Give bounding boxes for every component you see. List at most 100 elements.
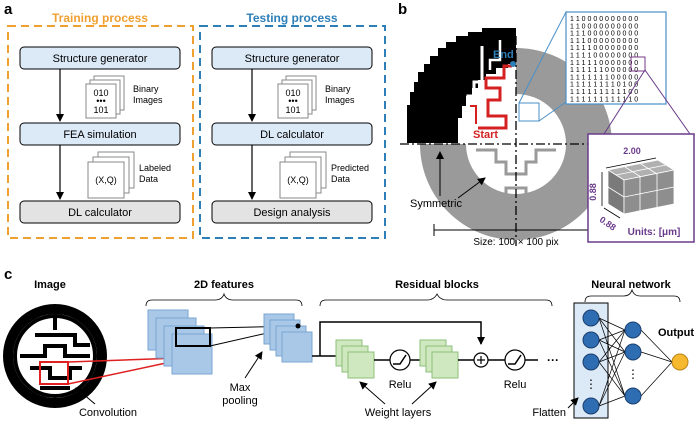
- weight-layers-label: Weight layers: [365, 407, 432, 419]
- nn-edge: [598, 329, 626, 341]
- convolution-line-1: [67, 357, 181, 363]
- flatten-neurons: [582, 309, 600, 415]
- matrix-row: 1 1 0 0 0 0 0 0 0 0 0 0: [570, 16, 638, 23]
- matrix-highlight: [630, 56, 646, 72]
- continuation-ellipsis: ···: [547, 353, 559, 367]
- neural-network-title: Neural network: [591, 279, 671, 291]
- end-point-marker: [510, 61, 516, 67]
- labeled-data-xq: (X,Q): [95, 175, 117, 185]
- image-title: Image: [34, 279, 66, 291]
- training-structure-generator-label: Structure generator: [53, 53, 148, 65]
- predicted-data-xq: (X,Q): [287, 175, 309, 185]
- residual-brace: [319, 293, 553, 307]
- symmetric-arrow-2: [457, 177, 486, 199]
- matrix-row: 1 1 1 1 1 1 1 0 0 0 0 0: [570, 74, 638, 81]
- residual-title: Residual blocks: [395, 279, 479, 291]
- testing-binary-images-icon: [277, 75, 317, 119]
- input-structure-image: [3, 304, 107, 408]
- pooling-window: [175, 327, 211, 347]
- convolution-arrow: [75, 387, 96, 405]
- training-binary-label-1: Binary: [133, 84, 159, 94]
- labeled-data-label-1: Labeled: [139, 163, 171, 173]
- features-title: 2D features: [194, 279, 254, 291]
- flatten-arrow: [567, 397, 579, 409]
- matrix-row: 1 1 1 1 1 1 1 1 1 1 1 0: [570, 96, 638, 103]
- length-dim-line: [605, 157, 657, 169]
- labeled-data-icon: [87, 151, 135, 199]
- training-structure-generator-node: [19, 46, 181, 70]
- nn-edge: [598, 329, 626, 407]
- binary-matrix: 1 1 0 0 0 0 0 0 0 0 0 01 1 0 0 0 0 0 0 0…: [570, 16, 638, 103]
- nn-edge: [640, 361, 673, 397]
- training-binary-code-2: •••: [96, 96, 105, 106]
- hidden-dots: ⋮: [627, 367, 639, 381]
- output-neuron: [671, 353, 689, 371]
- design-analysis-label: Design analysis: [253, 207, 331, 219]
- relu-icon-2: [504, 349, 526, 371]
- nn-edge: [598, 351, 626, 407]
- max-pooling-label-2: pooling: [222, 395, 257, 407]
- testing-dl-calculator-node: [211, 122, 373, 146]
- training-process-title: Training process: [52, 11, 148, 25]
- matrix-row: 1 1 1 1 1 1 1 1 1 1 0 0: [570, 89, 638, 96]
- max-pooling-arrow: [244, 351, 263, 379]
- flatten-label: Flatten: [532, 407, 566, 419]
- end-label: End: [493, 49, 514, 61]
- depth-dim-line: [603, 207, 621, 219]
- training-binary-code-1: 010: [93, 88, 108, 98]
- testing-process-frame: [199, 25, 386, 239]
- panel-c-label: c: [4, 266, 12, 283]
- matrix-row: 1 1 1 1 0 0 0 0 0 0 0 0: [570, 45, 638, 52]
- matrix-row: 1 1 1 1 1 1 1 1 0 1 0 0: [570, 82, 638, 89]
- max-pooling-label-1: Max: [230, 382, 251, 394]
- zoom-source-box: [518, 102, 540, 122]
- matrix-row: 1 1 0 0 0 0 0 0 0 0 0 0: [570, 23, 638, 30]
- weight-layers-arrow-2: [411, 381, 437, 405]
- start-label: Start: [473, 129, 498, 141]
- testing-binary-code-3: 101: [285, 105, 300, 115]
- training-binary-label-2: Images: [133, 95, 163, 105]
- binary-matrix-box: [565, 11, 667, 105]
- features-brace: [145, 292, 303, 307]
- training-dl-calculator-node: [19, 200, 181, 224]
- zoom-line-1: [518, 11, 567, 104]
- nn-edge: [598, 317, 626, 331]
- weight-layer-2: [419, 339, 459, 379]
- testing-dl-calculator-label: DL calculator: [260, 129, 324, 141]
- panel-b-label: b: [398, 1, 407, 18]
- nn-edge: [640, 351, 673, 363]
- labeled-data-label-2: Data: [139, 174, 158, 184]
- units-label: Units: [μm]: [628, 227, 681, 238]
- testing-process-title: Testing process: [246, 11, 337, 25]
- training-binary-images-icon: [85, 75, 125, 119]
- relu-icon-1: [389, 349, 411, 371]
- matrix-row: 1 1 1 1 1 0 0 0 0 0 0 0: [570, 60, 638, 67]
- testing-structure-generator-label: Structure generator: [245, 53, 340, 65]
- nn-edge: [598, 351, 626, 363]
- nn-edge: [598, 395, 626, 407]
- structure-black-quadrant: [407, 28, 516, 143]
- training-dl-calculator-label: DL calculator: [68, 207, 132, 219]
- nn-edges: [598, 317, 673, 407]
- skip-connection: [319, 321, 485, 356]
- matrix-row: 1 1 1 0 0 0 0 0 0 0 0 0: [570, 38, 638, 45]
- training-binary-code-3: 101: [93, 105, 108, 115]
- testing-binary-label-2: Images: [325, 95, 355, 105]
- predicted-data-label-1: Predicted: [331, 163, 369, 173]
- testing-structure-generator-node: [211, 46, 373, 70]
- zoom-line-2: [538, 101, 567, 122]
- flatten-dots: ⋮: [585, 377, 597, 391]
- symmetric-label: Symmetric: [410, 198, 462, 210]
- training-process-frame: [7, 25, 194, 239]
- fea-simulation-node: [19, 122, 181, 146]
- relu-label-1: Relu: [389, 379, 412, 391]
- pooled-point: [295, 323, 301, 329]
- design-analysis-node: [211, 200, 373, 224]
- hidden-neurons: [624, 321, 642, 405]
- start-end-path: [470, 64, 512, 130]
- feature-maps-small: [263, 313, 313, 363]
- convolution-window: [39, 361, 69, 385]
- height-dim-label: 0.88: [588, 183, 598, 201]
- predicted-data-icon: [279, 151, 327, 199]
